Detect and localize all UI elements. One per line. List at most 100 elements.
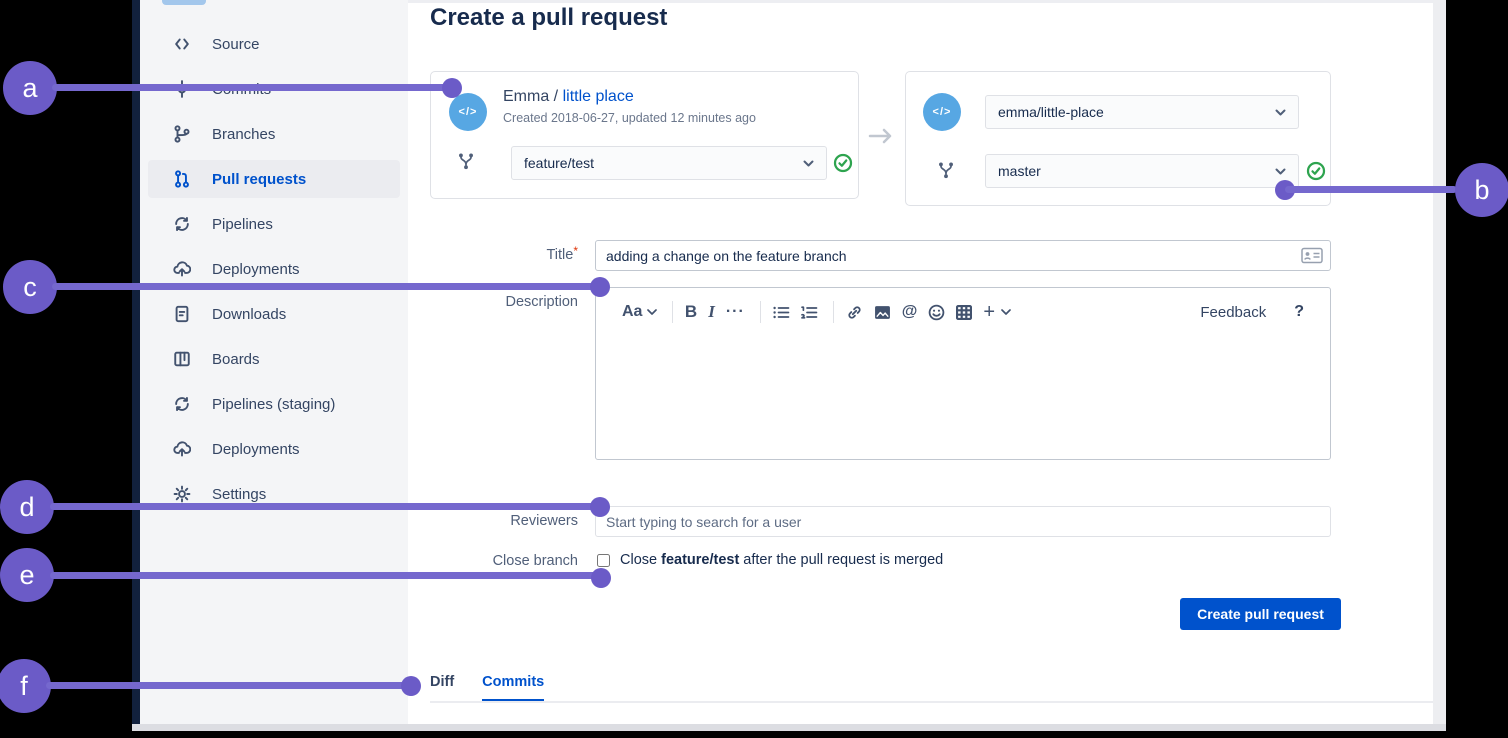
pr-tabs: Diff Commits <box>430 674 545 702</box>
close-branch-label: Close branch <box>492 553 578 569</box>
pull-request-icon <box>172 169 192 189</box>
pipelines-icon <box>172 214 192 234</box>
repo-avatar-cropped <box>162 0 206 5</box>
repo-owner: Emma / <box>503 88 559 105</box>
repo-avatar-icon: </> <box>449 93 487 131</box>
sidebar-item-boards[interactable]: Boards <box>148 340 400 378</box>
sidebar: Source Commits Branches Pull requests <box>140 0 408 731</box>
close-branch-checkbox[interactable] <box>597 554 610 567</box>
bullet-list-icon[interactable] <box>773 305 790 320</box>
description-editor[interactable]: Aa B I ··· @ + Feedback ? <box>595 287 1331 460</box>
chevron-down-icon <box>803 160 814 167</box>
pipelines-icon <box>172 394 192 414</box>
chevron-down-icon <box>1275 168 1286 175</box>
annotation-line-a <box>52 84 452 91</box>
branch-valid-check-icon <box>833 153 853 173</box>
source-branch-value: feature/test <box>524 155 595 171</box>
annotation-pointer-f <box>401 676 421 696</box>
annotation-pointer-a <box>442 78 462 98</box>
window-bottom-edge <box>132 724 1446 731</box>
gear-icon <box>172 484 192 504</box>
title-label: Title* <box>546 244 578 263</box>
branch-valid-check-icon <box>1306 161 1326 181</box>
sidebar-item-label: Pipelines <box>212 215 273 233</box>
help-button[interactable]: ? <box>1294 303 1304 320</box>
sidebar-item-pipelines-staging[interactable]: Pipelines (staging) <box>148 385 400 423</box>
branch-icon <box>937 161 955 179</box>
annotation-line-e <box>50 572 601 579</box>
mention-button[interactable]: @ <box>901 303 918 320</box>
emoji-icon[interactable] <box>928 304 945 321</box>
sidebar-item-label: Deployments <box>212 440 300 458</box>
italic-button[interactable]: I <box>708 302 715 321</box>
required-asterisk: * <box>573 244 578 258</box>
annotation-marker-e: e <box>0 548 54 602</box>
editor-toolbar: Aa B I ··· @ + Feedback ? <box>596 288 1330 336</box>
source-branch-select[interactable]: feature/test <box>511 146 827 180</box>
sidebar-item-pull-requests[interactable]: Pull requests <box>148 160 400 198</box>
chevron-down-icon <box>1275 109 1286 116</box>
sidebar-item-label: Settings <box>212 485 267 503</box>
branch-icon <box>172 124 192 144</box>
source-repo-meta: Created 2018-06-27, updated 12 minutes a… <box>503 111 756 125</box>
tabs-divider <box>430 701 1433 703</box>
arrow-right-icon <box>866 124 896 148</box>
destination-branch-card: </> emma/little-place master <box>905 71 1331 206</box>
text-style-button[interactable]: Aa <box>622 303 657 321</box>
destination-repo-select[interactable]: emma/little-place <box>985 95 1299 129</box>
sidebar-item-label: Boards <box>212 350 260 368</box>
annotation-marker-c: c <box>3 260 57 314</box>
sidebar-item-label: Branches <box>212 125 276 143</box>
description-text-area[interactable] <box>596 336 1330 461</box>
tab-diff[interactable]: Diff <box>430 674 455 690</box>
image-icon[interactable] <box>874 305 891 320</box>
annotation-line-c <box>52 283 600 290</box>
document-icon <box>172 304 192 324</box>
table-icon[interactable] <box>956 304 973 320</box>
close-branch-name: feature/test <box>661 552 740 568</box>
sidebar-item-label: Downloads <box>212 305 287 323</box>
sidebar-item-label: Pull requests <box>212 170 307 188</box>
sidebar-item-pipelines[interactable]: Pipelines <box>148 205 400 243</box>
tab-commits[interactable]: Commits <box>482 674 545 702</box>
content-top-divider <box>408 0 1433 3</box>
numbered-list-icon[interactable] <box>800 305 818 320</box>
sidebar-item-label: Pipelines (staging) <box>212 395 336 413</box>
title-input[interactable] <box>595 240 1331 271</box>
description-label: Description <box>505 294 578 310</box>
sidebar-item-source[interactable]: Source <box>148 25 400 63</box>
page-title: Create a pull request <box>430 4 668 31</box>
create-pull-request-button[interactable]: Create pull request <box>1180 598 1341 630</box>
cloud-upload-icon <box>172 259 192 279</box>
sidebar-item-deployments[interactable]: Deployments <box>148 250 400 288</box>
bold-button[interactable]: B <box>684 302 698 321</box>
annotation-line-f <box>46 682 411 689</box>
sidebar-item-branches[interactable]: Branches <box>148 115 400 153</box>
sidebar-item-downloads[interactable]: Downloads <box>148 295 400 333</box>
repo-name-link[interactable]: little place <box>562 88 634 105</box>
insert-more-button[interactable]: + <box>983 301 1011 324</box>
destination-branch-select[interactable]: master <box>985 154 1299 188</box>
more-formatting-button[interactable]: ··· <box>725 303 745 320</box>
source-branch-card: </> Emma / little place Created 2018-06-… <box>430 71 859 199</box>
annotation-marker-f: f <box>0 659 51 713</box>
reviewers-label: Reviewers <box>510 513 578 529</box>
destination-branch-value: master <box>998 163 1041 179</box>
window-left-edge <box>132 0 140 731</box>
cloud-upload-icon <box>172 439 192 459</box>
annotation-pointer-e <box>591 568 611 588</box>
source-repo-name: Emma / little place <box>503 88 634 106</box>
reviewers-input[interactable] <box>595 506 1331 537</box>
sidebar-item-deployments-2[interactable]: Deployments <box>148 430 400 468</box>
toolbar-divider <box>671 301 673 323</box>
annotation-pointer-d <box>590 497 610 517</box>
feedback-link[interactable]: Feedback <box>1200 303 1267 321</box>
link-icon[interactable] <box>846 304 863 321</box>
repo-avatar-icon: </> <box>923 93 961 131</box>
annotation-line-b <box>1285 186 1457 193</box>
branch-icon <box>457 152 475 170</box>
sidebar-item-settings[interactable]: Settings <box>148 475 400 513</box>
contact-card-icon <box>1301 247 1323 264</box>
scrollbar-track[interactable] <box>1433 0 1446 731</box>
annotation-marker-d: d <box>0 480 54 534</box>
